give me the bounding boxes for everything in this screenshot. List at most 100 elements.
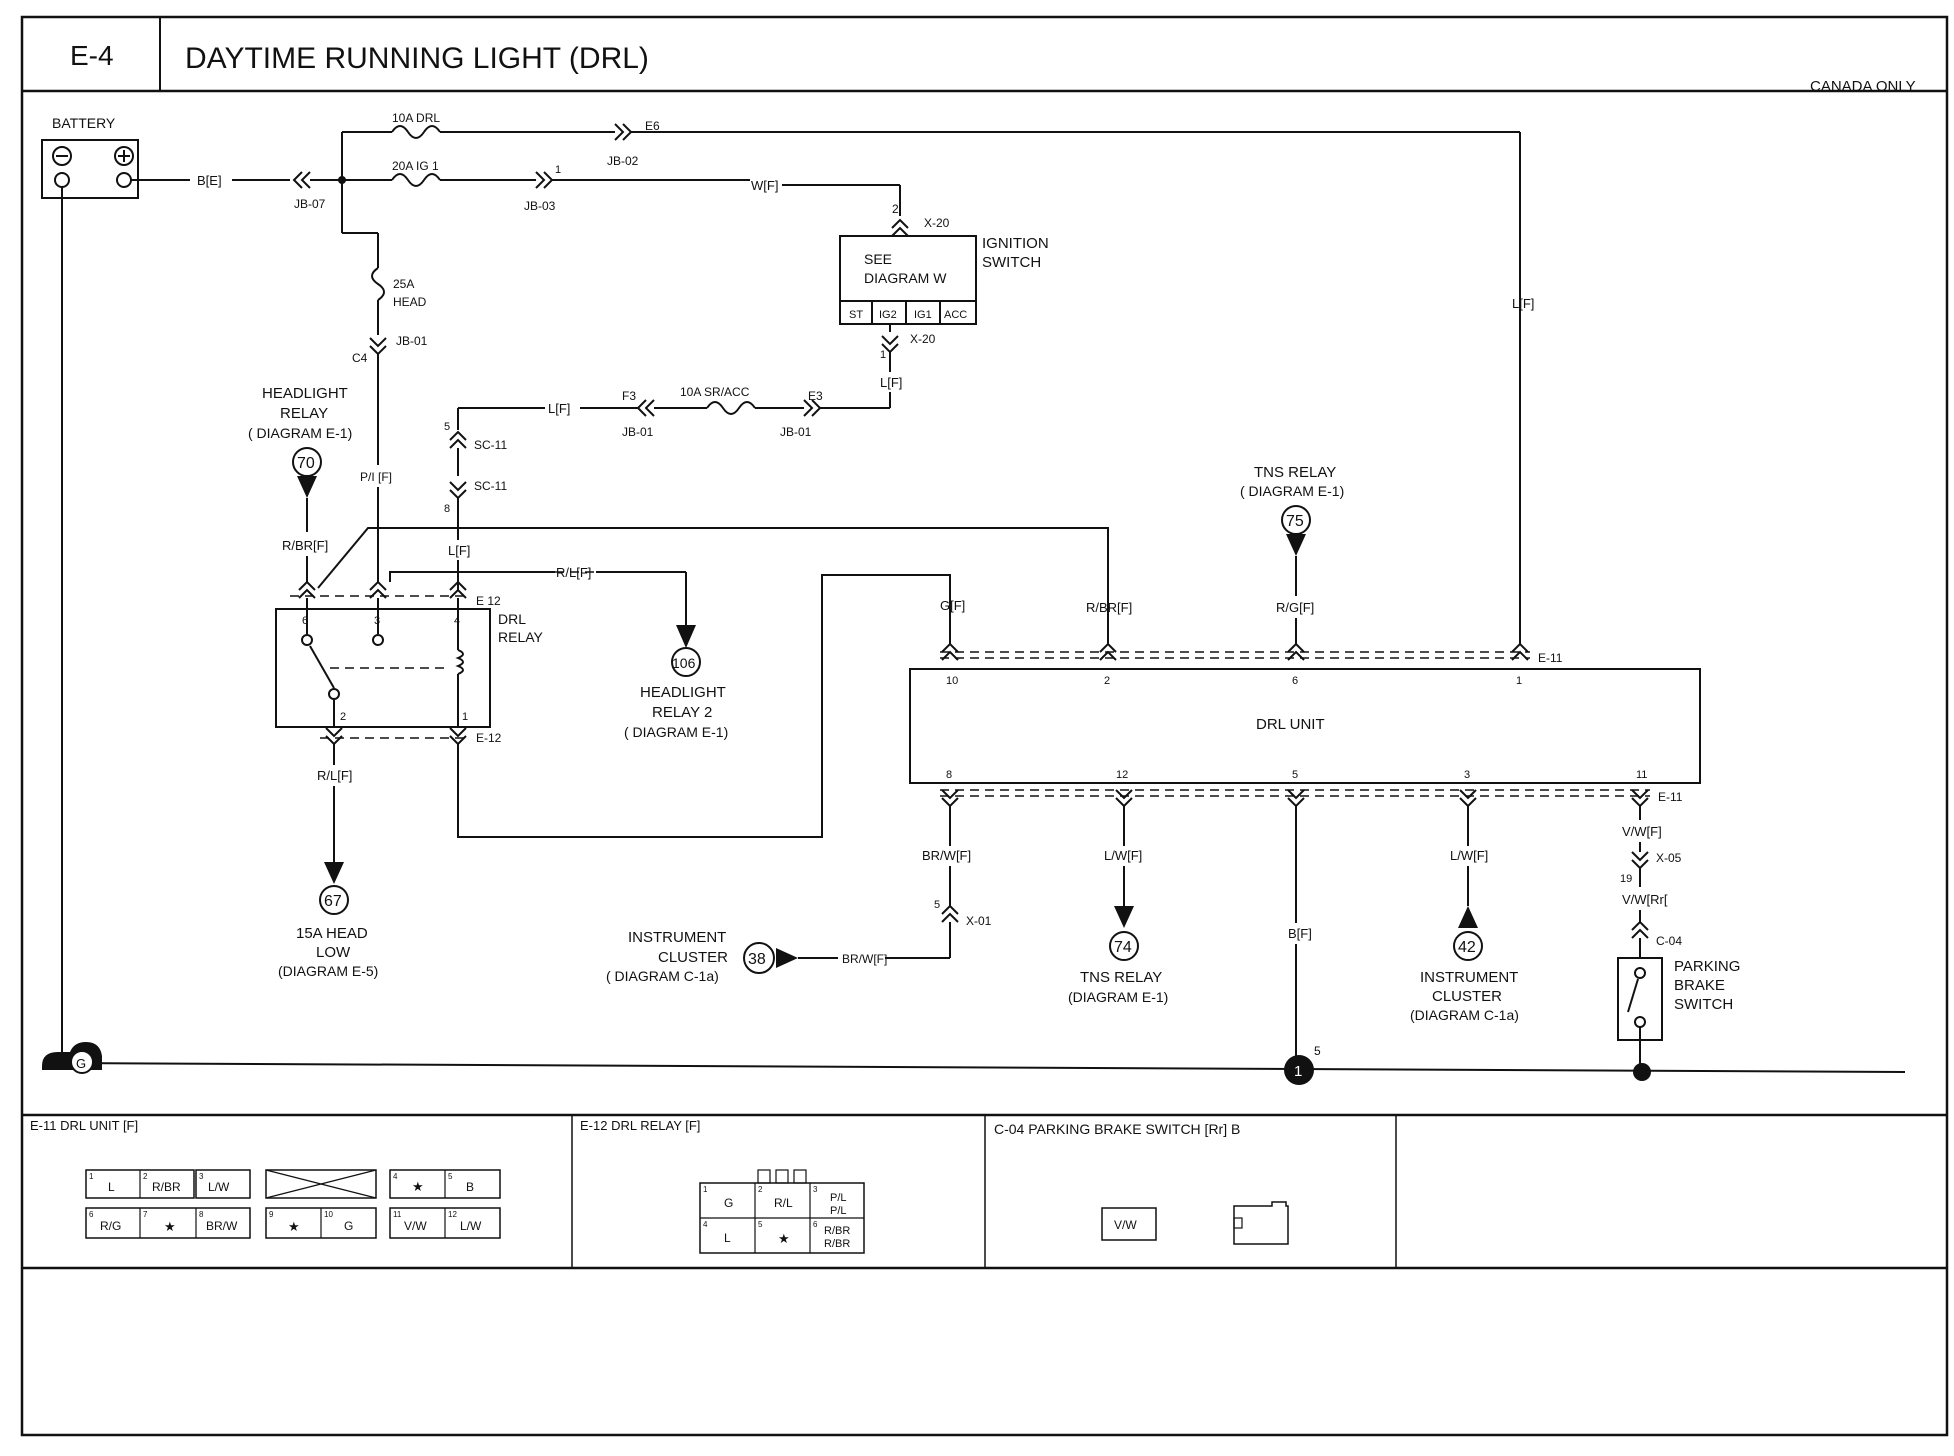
instrument-right-l3: (DIAGRAM C-1a) [1410,1007,1519,1023]
connector-e12-bottom-icon [325,727,467,746]
head-low-l3: (DIAGRAM E-5) [278,963,378,979]
drl-relay-l1: DRL [498,611,526,627]
connector-sc11-bottom-icon [449,481,467,500]
fuse-head-label: HEAD [393,295,427,309]
wire-rbr-to-drl-unit [317,527,1109,645]
f3-pin: F3 [622,389,636,403]
x20-top-label: X-20 [924,216,950,230]
jb07-label: JB-07 [294,197,326,211]
e12-cell-3-pin: 3 [813,1185,818,1194]
e12-cell-1-wire: G [724,1196,733,1210]
fuse-25a-head-icon [371,267,385,301]
head-low-l2: LOW [316,944,351,961]
headlight-relay-l3: ( DIAGRAM E-1) [248,425,352,441]
ignition-pin-acc: ACC [944,309,967,321]
ref-42: 42 [1458,939,1476,956]
e3-pin: E3 [808,389,823,403]
e12-cell-4-pin: 4 [703,1220,708,1229]
diagram-code: E-4 [70,40,114,71]
drl-relay-l2: RELAY [498,629,544,645]
arrow-down-icon [297,476,317,498]
e11-cell-7-wire: ★ [164,1219,176,1234]
ignition-title-2: SWITCH [982,254,1041,271]
fuse-10a-drl-label: 10A DRL [392,111,440,125]
relay-switch-icon [301,598,450,727]
wire-g-f: G[F] [940,598,965,613]
e11-cell-12-pin: 12 [448,1210,457,1219]
connector-jb03-icon [535,171,554,189]
e12-cell-2-pin: 2 [758,1185,763,1194]
wire-l-f-top: L[F] [548,401,570,416]
e11-cell-3-pin: 3 [199,1172,204,1181]
drl-unit-pin-11: 11 [1636,769,1647,781]
wire-vw-rr: V/W[Rr[ [1622,892,1668,907]
wire-brw-f: BR/W[F] [922,848,971,863]
drl-unit-pin-2: 2 [1104,675,1110,687]
sc11-top-pin: 5 [444,421,450,433]
ref-74: 74 [1114,939,1132,956]
ground-point-pin: 5 [1314,1044,1321,1058]
connector-e11-bottom-icon [941,789,1649,808]
connector-x05-icon [1631,851,1649,870]
ref-70: 70 [297,455,315,472]
connector-e6-icon [614,123,633,141]
parking-brake-switch-icon [1617,957,1663,1072]
headlight-relay2-l3: ( DIAGRAM E-1) [624,724,728,740]
e12-cell-3-wire-b: P/L [830,1205,847,1217]
fuse-20a-ig1-icon [391,173,441,187]
e11-cell-8-wire: BR/W [206,1219,238,1233]
wire-l-f-mid: L[F] [448,543,470,558]
fuse-10a-sracc-icon [706,401,756,415]
instrument-right-l1: INSTRUMENT [1420,969,1518,986]
wire-g-loop [457,574,951,838]
arrow-down-icon [1114,906,1134,928]
ref-38-circle [743,942,775,974]
fuse-25a-label: 25A [393,277,414,291]
ignition-pin-ig2: IG2 [879,309,897,321]
e12-top-label: E 12 [476,594,501,608]
ignition-pin-st: ST [849,309,863,321]
drl-unit-pin-10: 10 [946,675,958,687]
sc11-top-label: SC-11 [474,438,507,452]
ground-g-label: G [76,1056,86,1071]
wire-lw-f-2: L/W[F] [1450,848,1488,863]
ground-point-ref: 1 [1294,1063,1302,1080]
e11-cell-10-pin: 10 [324,1210,333,1219]
e11-cell-5-pin: 5 [448,1172,453,1181]
instrument-left-l3: ( DIAGRAM C-1a) [606,968,719,984]
tns-relay-top-l1: TNS RELAY [1254,464,1336,481]
sc11-bottom-label: SC-11 [474,479,507,493]
sc11-bottom-pin: 8 [444,503,450,515]
e12-cell-6-pin: 6 [813,1220,818,1229]
wire-rg-f: R/G[F] [1276,600,1314,615]
connector-e11-top-icon [941,642,1529,661]
ref-67: 67 [324,893,342,910]
drl-unit-pin-5: 5 [1292,769,1298,781]
e11-cell-7-pin: 7 [143,1210,148,1219]
connector-x01-icon [941,904,959,923]
parking-brake-l1: PARKING [1674,958,1740,975]
e12-cell-3-wire-a: P/L [830,1192,847,1204]
battery-icon [41,139,139,199]
ref-42-circle [1453,931,1483,961]
e12-cell-4-wire: L [724,1231,731,1245]
ground-bus [61,1062,1906,1073]
drl-relay-box [275,608,491,728]
head-low-l1: 15A HEAD [296,925,368,942]
e12-bottom-label: E-12 [476,731,502,745]
page-frame [20,15,1949,1437]
headlight-relay2-l2: RELAY 2 [652,704,712,721]
wire-rl-f-bottom: R/L[F] [317,768,352,783]
e11-cell-6-wire: R/G [100,1219,121,1233]
e11-cell-11-pin: 11 [393,1210,402,1219]
x01-pin: 5 [934,899,940,911]
connector-e12-top-icon [298,580,467,599]
ignition-see: SEE [864,251,892,267]
arrow-down-icon [324,862,344,884]
arrow-down-icon [1286,534,1306,556]
jb03-pin: 1 [555,164,561,176]
e11-connector-title: E-11 DRL UNIT [F] [30,1118,138,1133]
jb02-label: JB-02 [607,154,639,168]
wire-w-f: W[F] [751,178,778,193]
